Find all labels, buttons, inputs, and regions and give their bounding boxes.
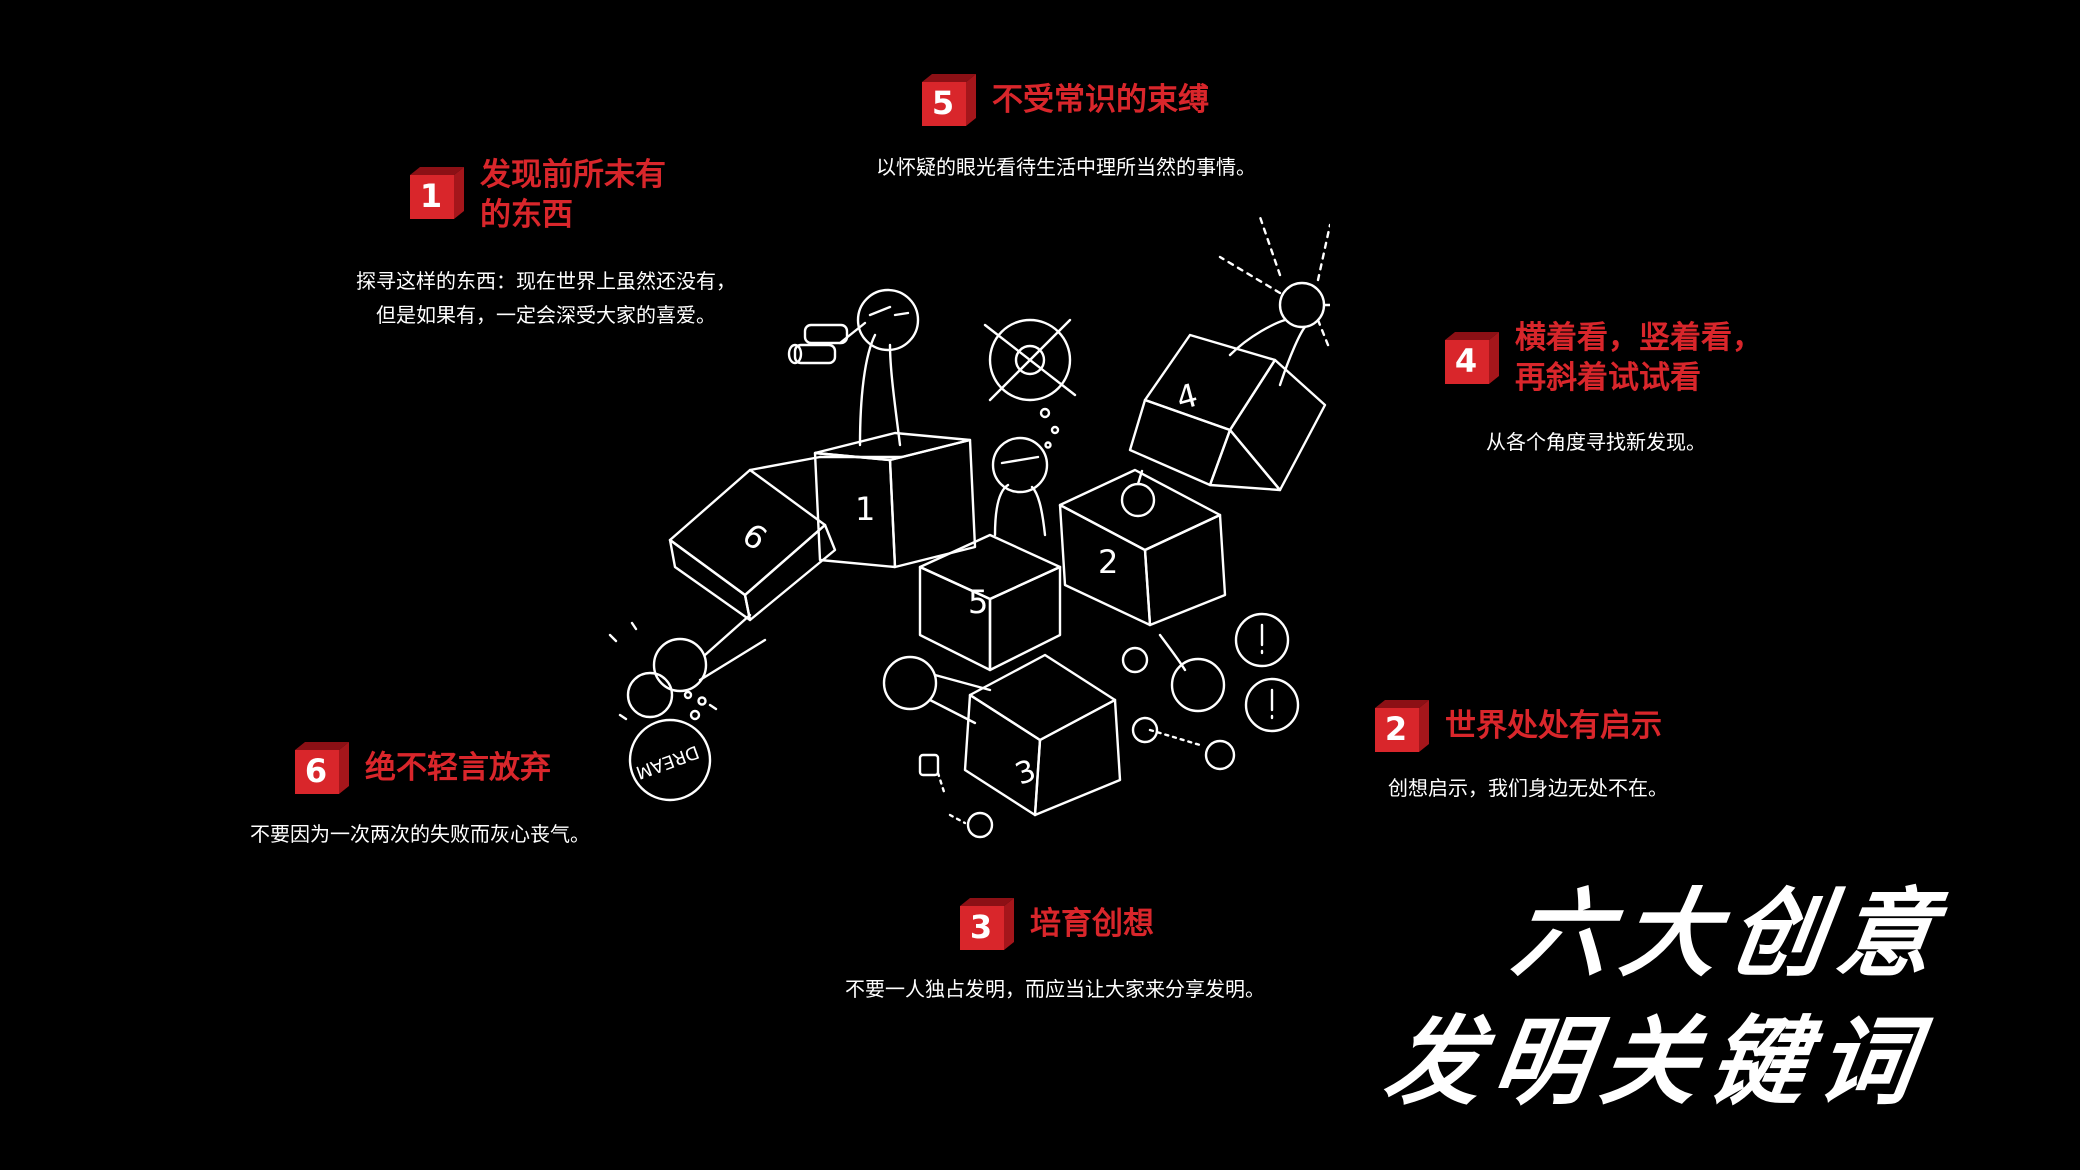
person-surprised — [1121, 612, 1300, 771]
keyword-3-badge: 3 — [960, 896, 1014, 950]
keyword-5-number: 5 — [931, 84, 955, 122]
keyword-4-description: 从各个角度寻找新发现。 — [1486, 425, 1706, 459]
keyword-5-heading: 5 不受常识的束缚 — [922, 72, 1209, 126]
main-title-line-1: 六大创意 — [1506, 877, 1955, 990]
box-6: 6 — [668, 455, 904, 622]
keyword-3-description: 不要一人独占发明，而应当让大家来分享发明。 — [845, 972, 1265, 1006]
keyword-3-heading: 3 培育创想 — [960, 896, 1154, 950]
keyword-5-description-line-1: 以怀疑的眼光看待生活中理所当然的事情。 — [876, 155, 1256, 179]
keyword-1-description-line-2: 但是如果有，一定会深受大家的喜爱。 — [376, 303, 716, 327]
keyword-1-number: 1 — [419, 177, 443, 215]
red-cube-icon — [922, 74, 976, 126]
box-3: 3 — [963, 653, 1122, 817]
person-idea — [1218, 215, 1330, 387]
box-5-label: 5 — [968, 583, 988, 621]
keyword-1-description-line-1: 探寻这样的东西：现在世界上虽然还没有， — [356, 269, 736, 293]
box-6-label: 6 — [735, 515, 773, 558]
keyword-5-description: 以怀疑的眼光看待生活中理所当然的事情。 — [876, 150, 1256, 184]
keyword-4-heading: 4 横着看，竖着看， 再斜着试试看 — [1445, 320, 1763, 398]
box-1: 1 — [813, 431, 977, 569]
keyword-6-number: 6 — [304, 752, 328, 790]
keyword-2-heading: 2 世界处处有启示 — [1375, 698, 1662, 752]
box-5: 5 — [918, 533, 1062, 672]
person-binoculars — [787, 288, 920, 447]
keyword-2-description: 创想启示，我们身边无处不在。 — [1388, 771, 1668, 805]
keyword-5-title: 不受常识的束缚 — [992, 80, 1209, 120]
person-peeking — [991, 436, 1049, 537]
keyword-1-heading: 1 发现前所未有 的东西 — [410, 157, 666, 235]
keyword-4-title-line-2: 再斜着试试看 — [1515, 360, 1701, 396]
person-sharing — [882, 655, 994, 839]
crossed-circle-icon — [983, 318, 1077, 449]
keyword-1-title-line-1: 发现前所未有 — [480, 157, 666, 193]
keyword-5-badge: 5 — [922, 72, 976, 126]
keyword-3-number: 3 — [969, 908, 993, 946]
keyword-4-title: 横着看，竖着看， 再斜着试试看 — [1515, 318, 1763, 398]
keyword-6-description-line-1: 不要因为一次两次的失败而灰心丧气。 — [250, 822, 590, 846]
box-2: 2 — [1058, 468, 1227, 627]
box-3-label: 3 — [1011, 753, 1041, 792]
keyword-3-description-line-1: 不要一人独占发明，而应当让大家来分享发明。 — [845, 977, 1265, 1001]
keyword-3-title: 培育创想 — [1030, 904, 1154, 944]
dream-label: DREAM — [633, 741, 702, 783]
keyword-6-description: 不要因为一次两次的失败而灰心丧气。 — [250, 817, 590, 851]
keyword-3-title-line-1: 培育创想 — [1030, 906, 1154, 942]
main-title-line-2: 发明关键词 — [1378, 1005, 1935, 1118]
keyword-2-title-line-1: 世界处处有启示 — [1445, 708, 1662, 744]
keyword-5-title-line-1: 不受常识的束缚 — [992, 82, 1209, 118]
dream-bubble: DREAM — [628, 690, 712, 802]
keyword-1-title-line-2: 的东西 — [480, 197, 573, 233]
keyword-2-badge: 2 — [1375, 698, 1429, 752]
red-cube-icon — [295, 742, 349, 794]
red-cube-icon — [1375, 700, 1429, 752]
keyword-4-description-line-1: 从各个角度寻找新发现。 — [1486, 430, 1706, 454]
keyword-4-title-line-1: 横着看，竖着看， — [1515, 320, 1763, 356]
keyword-6-title-line-1: 绝不轻言放弃 — [365, 750, 551, 786]
keyword-4-number: 4 — [1454, 342, 1478, 380]
keyword-2-title: 世界处处有启示 — [1445, 706, 1662, 746]
main-title: 六大创意 发明关键词 — [1377, 870, 2013, 1126]
box-4: 4 — [1128, 333, 1327, 492]
keyword-6-badge: 6 — [295, 740, 349, 794]
red-cube-icon — [960, 898, 1014, 950]
keyword-2-description-line-1: 创想启示，我们身边无处不在。 — [1388, 776, 1668, 800]
red-cube-icon — [1445, 332, 1499, 384]
keyword-4-badge: 4 — [1445, 330, 1499, 384]
keyword-1-title: 发现前所未有 的东西 — [480, 155, 666, 235]
keyword-6-heading: 6 绝不轻言放弃 — [295, 740, 551, 794]
keyword-1-description: 探寻这样的东西：现在世界上虽然还没有， 但是如果有，一定会深受大家的喜爱。 — [356, 264, 736, 332]
box-1-label: 1 — [855, 490, 875, 528]
creative-boxes-illustration: 6 1 5 — [608, 215, 1330, 839]
person-dreaming — [608, 613, 767, 721]
keyword-6-title: 绝不轻言放弃 — [365, 748, 551, 788]
box-2-label: 2 — [1098, 543, 1118, 581]
keyword-2-number: 2 — [1384, 710, 1408, 748]
red-cube-icon — [410, 167, 464, 219]
keyword-1-badge: 1 — [410, 165, 464, 219]
